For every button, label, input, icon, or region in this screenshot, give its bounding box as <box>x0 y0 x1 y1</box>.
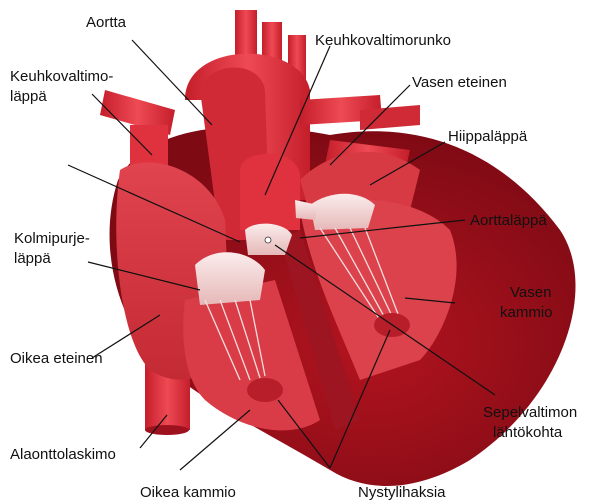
label-hiippalappa: Hiippaläppä <box>448 128 527 146</box>
label-keuhkovaltimolappa-line1: Keuhkovaltimo- <box>10 68 113 86</box>
label-aortta: Aortta <box>86 14 126 32</box>
label-oikea-kammio: Oikea kammio <box>140 484 236 502</box>
label-nystylihaksia: Nystylihaksia <box>358 484 446 502</box>
label-sepelvaltimon-line2: lähtökohta <box>493 424 562 442</box>
label-keuhkovaltimorunko: Keuhkovaltimorunko <box>315 32 451 50</box>
coronary-origin <box>265 237 271 243</box>
label-keuhkovaltimolappa-line2: läppä <box>10 88 47 106</box>
label-vasen-eteinen: Vasen eteinen <box>412 74 507 92</box>
label-oikea-eteinen: Oikea eteinen <box>10 350 103 368</box>
label-vasen-kammio-line1: Vasen <box>510 284 551 302</box>
label-aorttalappa: Aorttaläppä <box>470 212 547 230</box>
label-alaonttolaskimo: Alaonttolaskimo <box>10 446 116 464</box>
label-vasen-kammio-line2: kammio <box>500 304 553 322</box>
label-kolmipurjelappa-line2: läppä <box>14 250 51 268</box>
label-sepelvaltimon-line1: Sepelvaltimon <box>483 404 577 422</box>
label-kolmipurjelappa-line1: Kolmipurje- <box>14 230 90 248</box>
papillary-muscle-right <box>247 378 283 402</box>
pulmonary-trunk <box>240 154 300 230</box>
